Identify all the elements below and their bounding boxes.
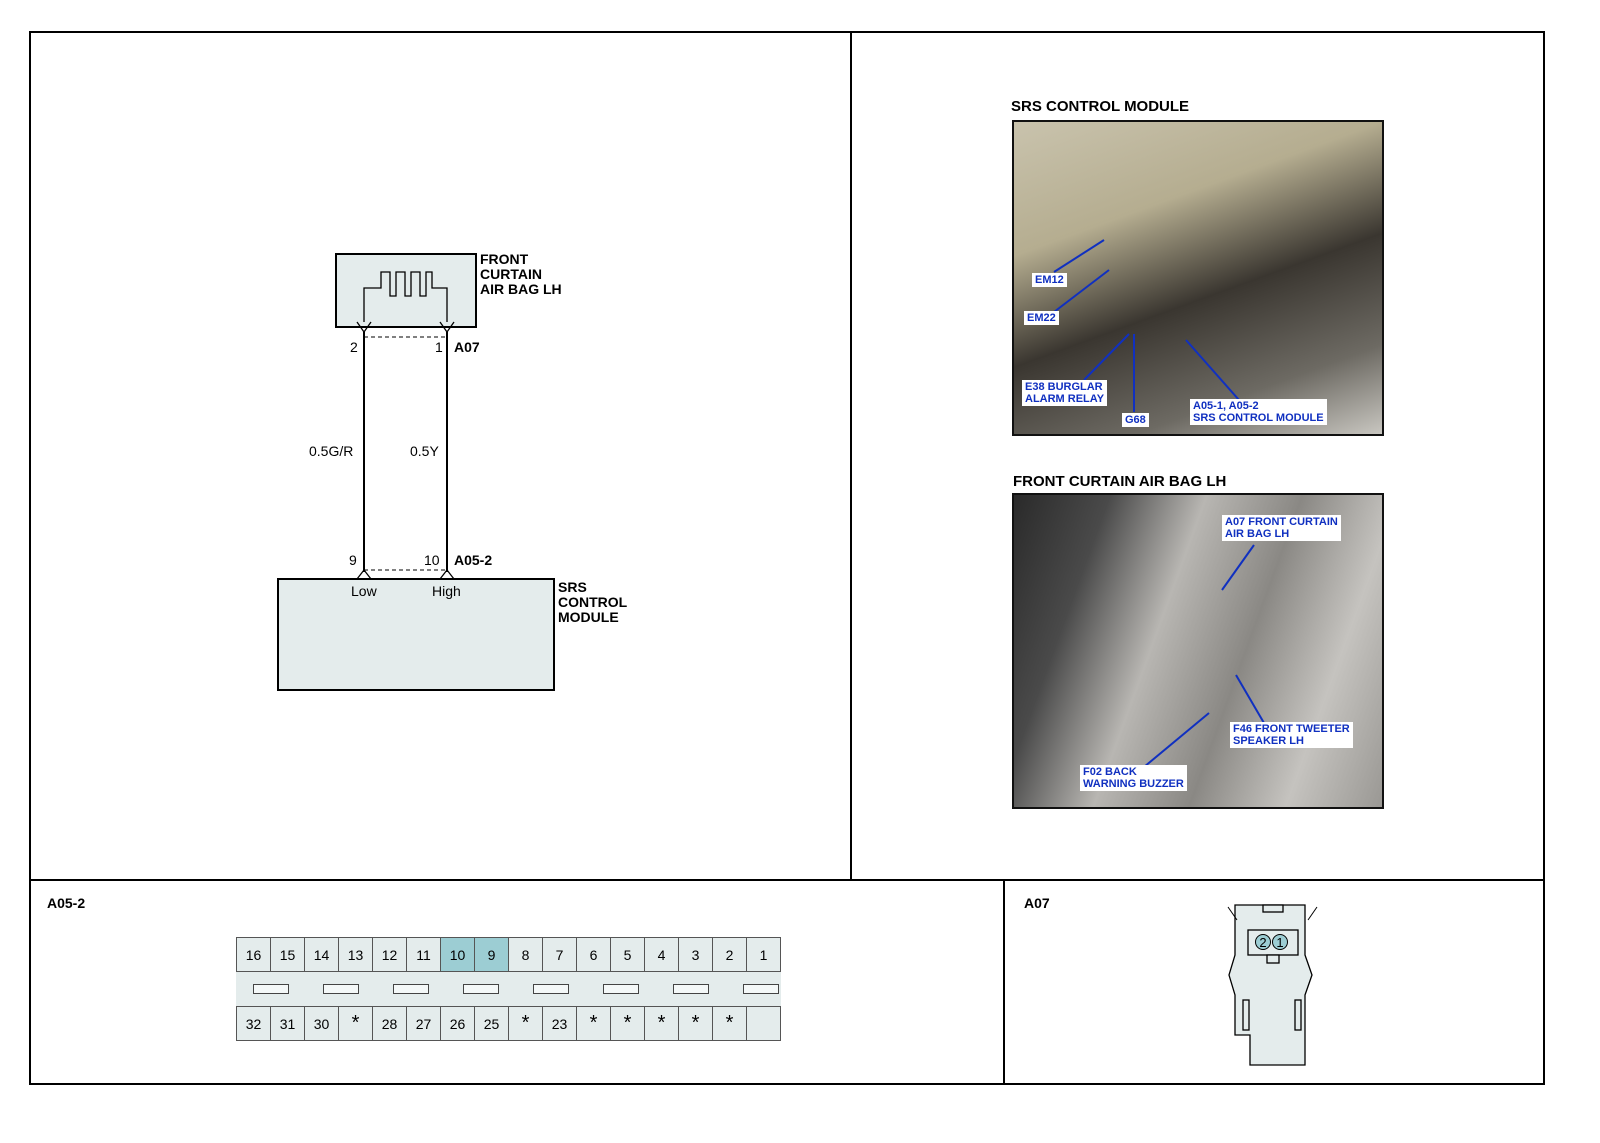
pin-function-high: High <box>432 583 461 599</box>
tag-g68: G68 <box>1122 413 1149 427</box>
pin-cell: 16 <box>236 937 271 972</box>
pin-cell: 7 <box>542 937 577 972</box>
air-bag-label: FRONT CURTAIN AIR BAG LH <box>480 251 562 297</box>
pin-cell: 5 <box>610 937 645 972</box>
pin-cell: 31 <box>270 1006 305 1041</box>
pointer-arrows <box>1053 239 1240 412</box>
squib-icon <box>363 271 448 322</box>
connector-a07-face: 2 1 <box>1227 904 1318 1066</box>
pin-cell: * <box>610 1006 645 1041</box>
connector-a05-2-label: A05-2 <box>454 552 492 568</box>
photo-title-srs: SRS CONTROL MODULE <box>1011 98 1190 115</box>
pin-cell: * <box>678 1006 713 1041</box>
tag-em12: EM12 <box>1032 273 1067 287</box>
pin-cell: * <box>644 1006 679 1041</box>
pin-cell: 1 <box>746 937 781 972</box>
tag-f02: F02 BACK WARNING BUZZER <box>1080 765 1187 791</box>
divider-horizontal <box>29 879 1543 881</box>
srs-module-label: SRS CONTROL MODULE <box>558 579 628 625</box>
divider-vertical-bottom <box>1003 879 1005 1083</box>
air-bag-box <box>335 253 477 328</box>
pin-cell: 10 <box>440 937 475 972</box>
connector-a07-label: A07 <box>454 339 480 355</box>
latch-slot <box>532 984 569 994</box>
pin-1: 1 <box>435 339 443 355</box>
tag-a05: A05-1, A05-2 SRS CONTROL MODULE <box>1190 399 1327 425</box>
wire-label-gr: 0.5G/R <box>309 443 353 459</box>
latch-slot <box>742 984 779 994</box>
latch-slot <box>602 984 639 994</box>
tag-em22: EM22 <box>1024 311 1059 325</box>
pin-cell: 12 <box>372 937 407 972</box>
pointer-arrows <box>1143 544 1265 768</box>
pin-cell: * <box>712 1006 747 1041</box>
pin-10: 10 <box>424 552 440 568</box>
srs-module-box <box>277 578 555 691</box>
pin-cell: * <box>338 1006 373 1041</box>
tag-e38: E38 BURGLAR ALARM RELAY <box>1022 380 1108 406</box>
pin-cell: 27 <box>406 1006 441 1041</box>
pin-2: 2 <box>350 339 358 355</box>
pin-cell: 3 <box>678 937 713 972</box>
latch-slot <box>392 984 429 994</box>
pin-cell: 8 <box>508 937 543 972</box>
pin-cell: 32 <box>236 1006 271 1041</box>
wire-label-y: 0.5Y <box>410 443 439 459</box>
pin-cell: 23 <box>542 1006 577 1041</box>
pin-cell: 11 <box>406 937 441 972</box>
photo-srs-control-module: EM12 EM22 E38 BURGLAR ALARM RELAY G68 A0… <box>1012 120 1384 436</box>
pin-cell: 25 <box>474 1006 509 1041</box>
connector-a05-2-title: A05-2 <box>47 895 86 911</box>
photo-front-curtain-air-bag: A07 FRONT CURTAIN AIR BAG LH F46 FRONT T… <box>1012 493 1384 809</box>
pin-cell: 6 <box>576 937 611 972</box>
connector-a07-title: A07 <box>1024 895 1050 911</box>
outer-frame <box>29 31 1545 1085</box>
pin-cell: 15 <box>270 937 305 972</box>
pin-cell: * <box>508 1006 543 1041</box>
pin-cell: 9 <box>474 937 509 972</box>
pin-cell: 28 <box>372 1006 407 1041</box>
pin-cell: 4 <box>644 937 679 972</box>
pin-9: 9 <box>349 552 357 568</box>
pin-cell <box>746 1006 781 1041</box>
pin-cell: * <box>576 1006 611 1041</box>
latch-slot <box>322 984 359 994</box>
pin-cell: 13 <box>338 937 373 972</box>
pin-function-low: Low <box>351 583 378 599</box>
latch-slot <box>252 984 289 994</box>
pin-cell: 30 <box>304 1006 339 1041</box>
tag-f46: F46 FRONT TWEETER SPEAKER LH <box>1230 722 1353 748</box>
schematic: 2 1 A07 0.5G/R 0.5Y 9 10 A05-2 Low High <box>277 253 555 691</box>
photo-title-airbag: FRONT CURTAIN AIR BAG LH <box>1013 473 1227 490</box>
latch-slot <box>462 984 499 994</box>
pin-cell: 2 <box>712 937 747 972</box>
latch-slot <box>672 984 709 994</box>
pin-cell: 14 <box>304 937 339 972</box>
divider-vertical-top <box>850 31 852 881</box>
pin-cell: 26 <box>440 1006 475 1041</box>
a07-pin-2: 2 <box>1259 935 1266 950</box>
a07-pin-1: 1 <box>1276 935 1283 950</box>
tag-a07: A07 FRONT CURTAIN AIR BAG LH <box>1222 515 1341 541</box>
